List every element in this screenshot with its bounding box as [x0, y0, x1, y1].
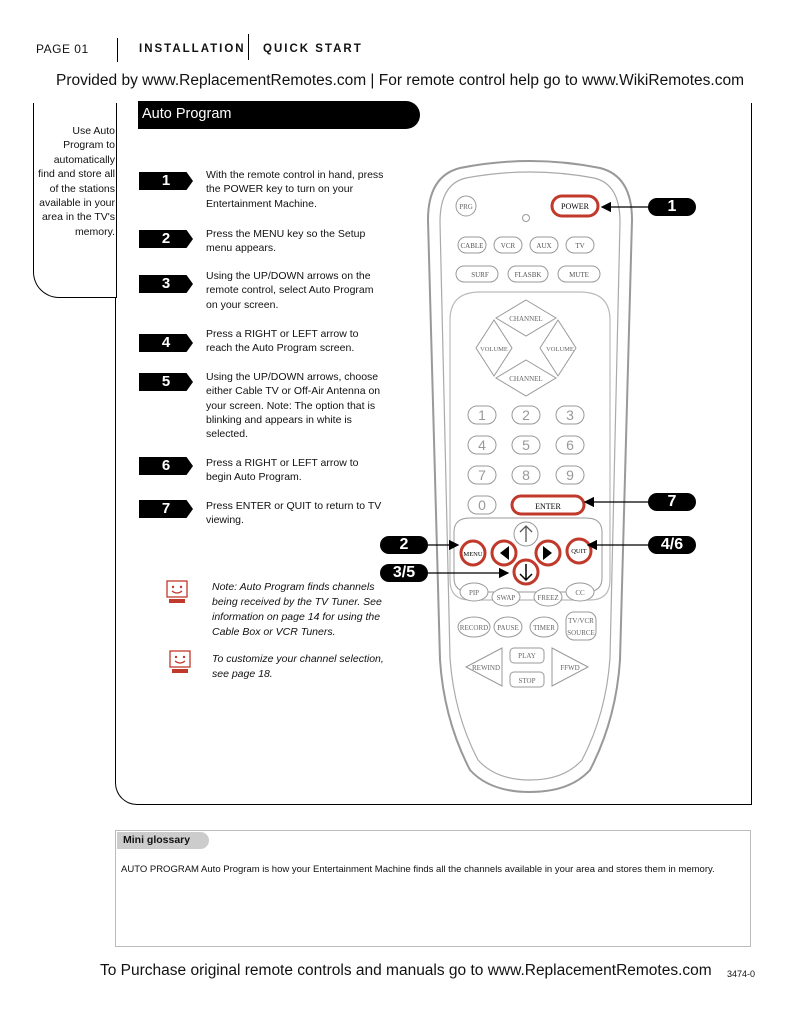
- surf-button: SURF: [471, 271, 489, 279]
- content-frame: [115, 103, 752, 805]
- callout-1: 1: [648, 198, 696, 216]
- step-number-6: 6: [139, 457, 193, 475]
- pause-button: PAUSE: [497, 624, 519, 632]
- callout-4-6: 4/6: [648, 536, 696, 554]
- digit-2-button: 2: [522, 407, 530, 423]
- swap-button: SWAP: [497, 594, 516, 602]
- purchase-line: To Purchase original remote controls and…: [100, 962, 712, 979]
- channel-up-button: CHANNEL: [509, 315, 542, 323]
- enter-button: ENTER: [535, 502, 561, 511]
- tv-button: TV: [575, 242, 584, 250]
- source-button: SOURCE: [567, 629, 595, 637]
- glossary-tab: Mini glossary: [117, 832, 209, 849]
- sidebar-box: [33, 103, 117, 298]
- rewind-button: REWIND: [472, 664, 500, 672]
- menu-button: MENU: [463, 551, 482, 558]
- section-installation: INSTALLATION: [139, 43, 246, 55]
- step-6-text: Press a RIGHT or LEFT arrow to begin Aut…: [206, 457, 359, 484]
- sidebar-text: Use Auto Program to automatically find a…: [37, 125, 115, 238]
- note-1-text: Note: Auto Program finds channels being …: [212, 581, 382, 638]
- play-button: PLAY: [518, 652, 536, 660]
- step-number-3: 3: [139, 275, 193, 293]
- step-3-text: Using the UP/DOWN arrows on the remote c…: [206, 270, 374, 311]
- provided-by-line: Provided by www.ReplacementRemotes.com |…: [55, 72, 744, 89]
- note-icon: [166, 580, 188, 603]
- quit-button: QUIT: [571, 548, 587, 555]
- ffwd-button: FFWD: [560, 664, 579, 672]
- header-divider: [248, 34, 249, 60]
- step-2-text: Press the MENU key so the Setup menu app…: [206, 228, 366, 255]
- cc-button: CC: [575, 589, 585, 597]
- freeze-button: FREEZ: [537, 594, 558, 602]
- pip-button: PIP: [469, 589, 479, 597]
- callout-2: 2: [380, 536, 428, 554]
- digit-1-button: 1: [478, 407, 486, 423]
- mute-button: MUTE: [569, 271, 589, 279]
- section-quick-start: QUICK START: [263, 43, 363, 55]
- digit-6-button: 6: [566, 437, 574, 453]
- glossary-text: AUTO PROGRAM Auto Program is how your En…: [121, 864, 715, 875]
- header-divider: [117, 38, 118, 62]
- tvvcr-button: TV/VCR: [568, 617, 594, 625]
- step-5-text: Using the UP/DOWN arrows, choose either …: [206, 371, 381, 441]
- glossary-box: [115, 830, 751, 947]
- stop-button: STOP: [519, 677, 536, 685]
- cable-button: CABLE: [461, 242, 484, 250]
- vcr-button: VCR: [501, 242, 516, 250]
- digit-7-button: 7: [478, 467, 486, 483]
- step-number-4: 4: [139, 334, 193, 352]
- step-number-5: 5: [139, 373, 193, 391]
- step-number-1: 1: [139, 172, 193, 190]
- volume-up-button: VOLUME: [546, 346, 574, 353]
- aux-button: AUX: [536, 242, 551, 250]
- volume-down-button: VOLUME: [480, 346, 508, 353]
- timer-button: TIMER: [533, 624, 555, 632]
- doc-code: 3474-0: [727, 969, 756, 979]
- prg-button: PRG: [459, 203, 473, 211]
- step-7-text: Press ENTER or QUIT to return to TV view…: [206, 500, 382, 527]
- title-bar: Auto Program: [138, 101, 420, 129]
- page-title: Auto Program: [142, 106, 232, 122]
- callout-arrows: [428, 201, 650, 579]
- digit-4-button: 4: [478, 437, 486, 453]
- callout-7: 7: [648, 493, 696, 511]
- note-icon: [169, 650, 191, 673]
- step-4-text: Press a RIGHT or LEFT arrow to reach the…: [206, 328, 359, 355]
- digit-3-button: 3: [566, 407, 574, 423]
- digit-5-button: 5: [522, 437, 530, 453]
- digit-0-button: 0: [478, 497, 486, 513]
- note-2-text: To customize your channel selection, see…: [212, 653, 384, 680]
- power-button: POWER: [561, 202, 590, 211]
- digit-9-button: 9: [566, 467, 574, 483]
- record-button: RECORD: [460, 624, 488, 632]
- channel-down-button: CHANNEL: [509, 375, 542, 383]
- callout-3-5: 3/5: [380, 564, 428, 582]
- digit-8-button: 8: [522, 467, 530, 483]
- step-1-text: With the remote control in hand, press t…: [206, 169, 384, 210]
- step-number-7: 7: [139, 500, 193, 518]
- remote-control-illustration: PRG POWER CABLE VCR AUX TV SURF FLASBK M…: [426, 160, 634, 794]
- flashbk-button: FLASBK: [515, 271, 542, 279]
- page-number: PAGE 01: [36, 42, 89, 56]
- step-number-2: 2: [139, 230, 193, 248]
